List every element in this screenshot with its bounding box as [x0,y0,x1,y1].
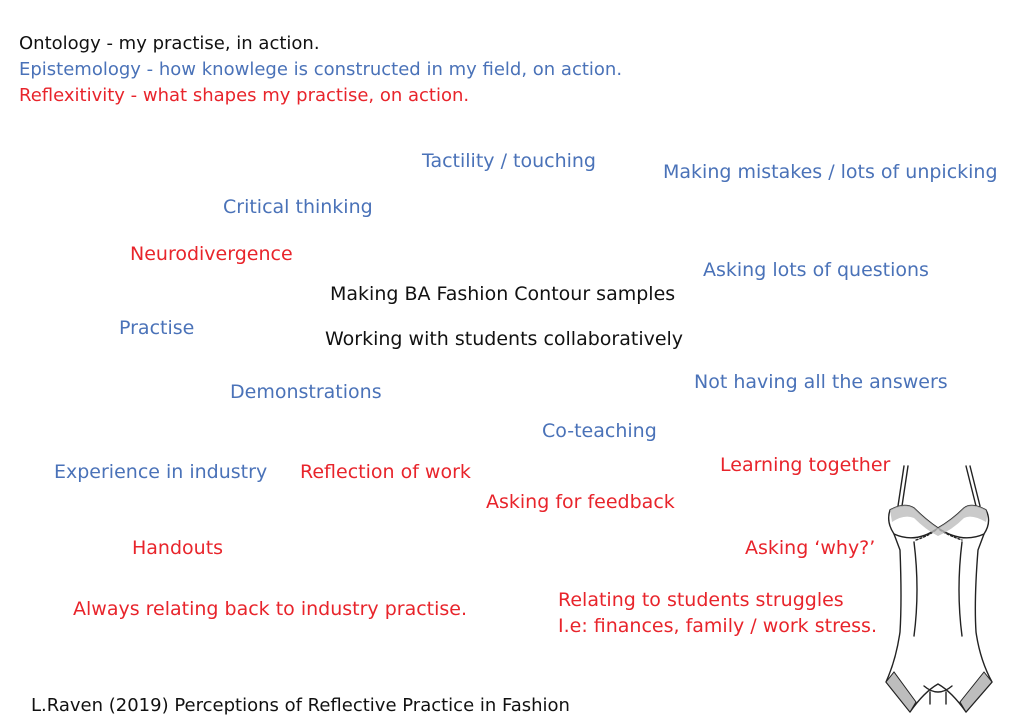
term-handouts: Handouts [132,537,224,559]
term-demonstrations: Demonstrations [230,381,382,403]
term-making-mistakes: Making mistakes / lots of unpicking [663,161,998,183]
term-relating-struggles: Relating to students struggles I.e: fina… [558,589,877,637]
term-critical-thinking: Critical thinking [223,196,373,218]
term-working-with-students: Working with students collaboratively [325,328,684,350]
term-tactility: Tactility / touching [422,150,596,172]
term-co-teaching: Co-teaching [542,420,657,442]
legend-reflexivity: Reflexitivity - what shapes my practise,… [19,85,470,106]
term-learning-together: Learning together [720,454,891,476]
term-experience-industry: Experience in industry [54,461,268,483]
term-reflection-of-work: Reflection of work [300,461,471,483]
term-relating-industry: Always relating back to industry practis… [73,598,468,620]
term-neurodivergence: Neurodivergence [130,243,293,265]
bodysuit-sketch-icon [885,465,993,713]
legend-epistemology: Epistemology - how knowlege is construct… [19,59,623,80]
term-asking-feedback: Asking for feedback [486,491,675,513]
term-contour-samples: Making BA Fashion Contour samples [330,283,676,305]
term-not-all-answers: Not having all the answers [694,371,948,393]
term-asking-why: Asking ‘why?’ [745,537,876,559]
term-practise: Practise [119,317,195,339]
citation: L.Raven (2019) Perceptions of Reflective… [31,695,570,716]
term-asking-questions: Asking lots of questions [703,259,929,281]
legend-ontology: Ontology - my practise, in action. [19,33,320,54]
